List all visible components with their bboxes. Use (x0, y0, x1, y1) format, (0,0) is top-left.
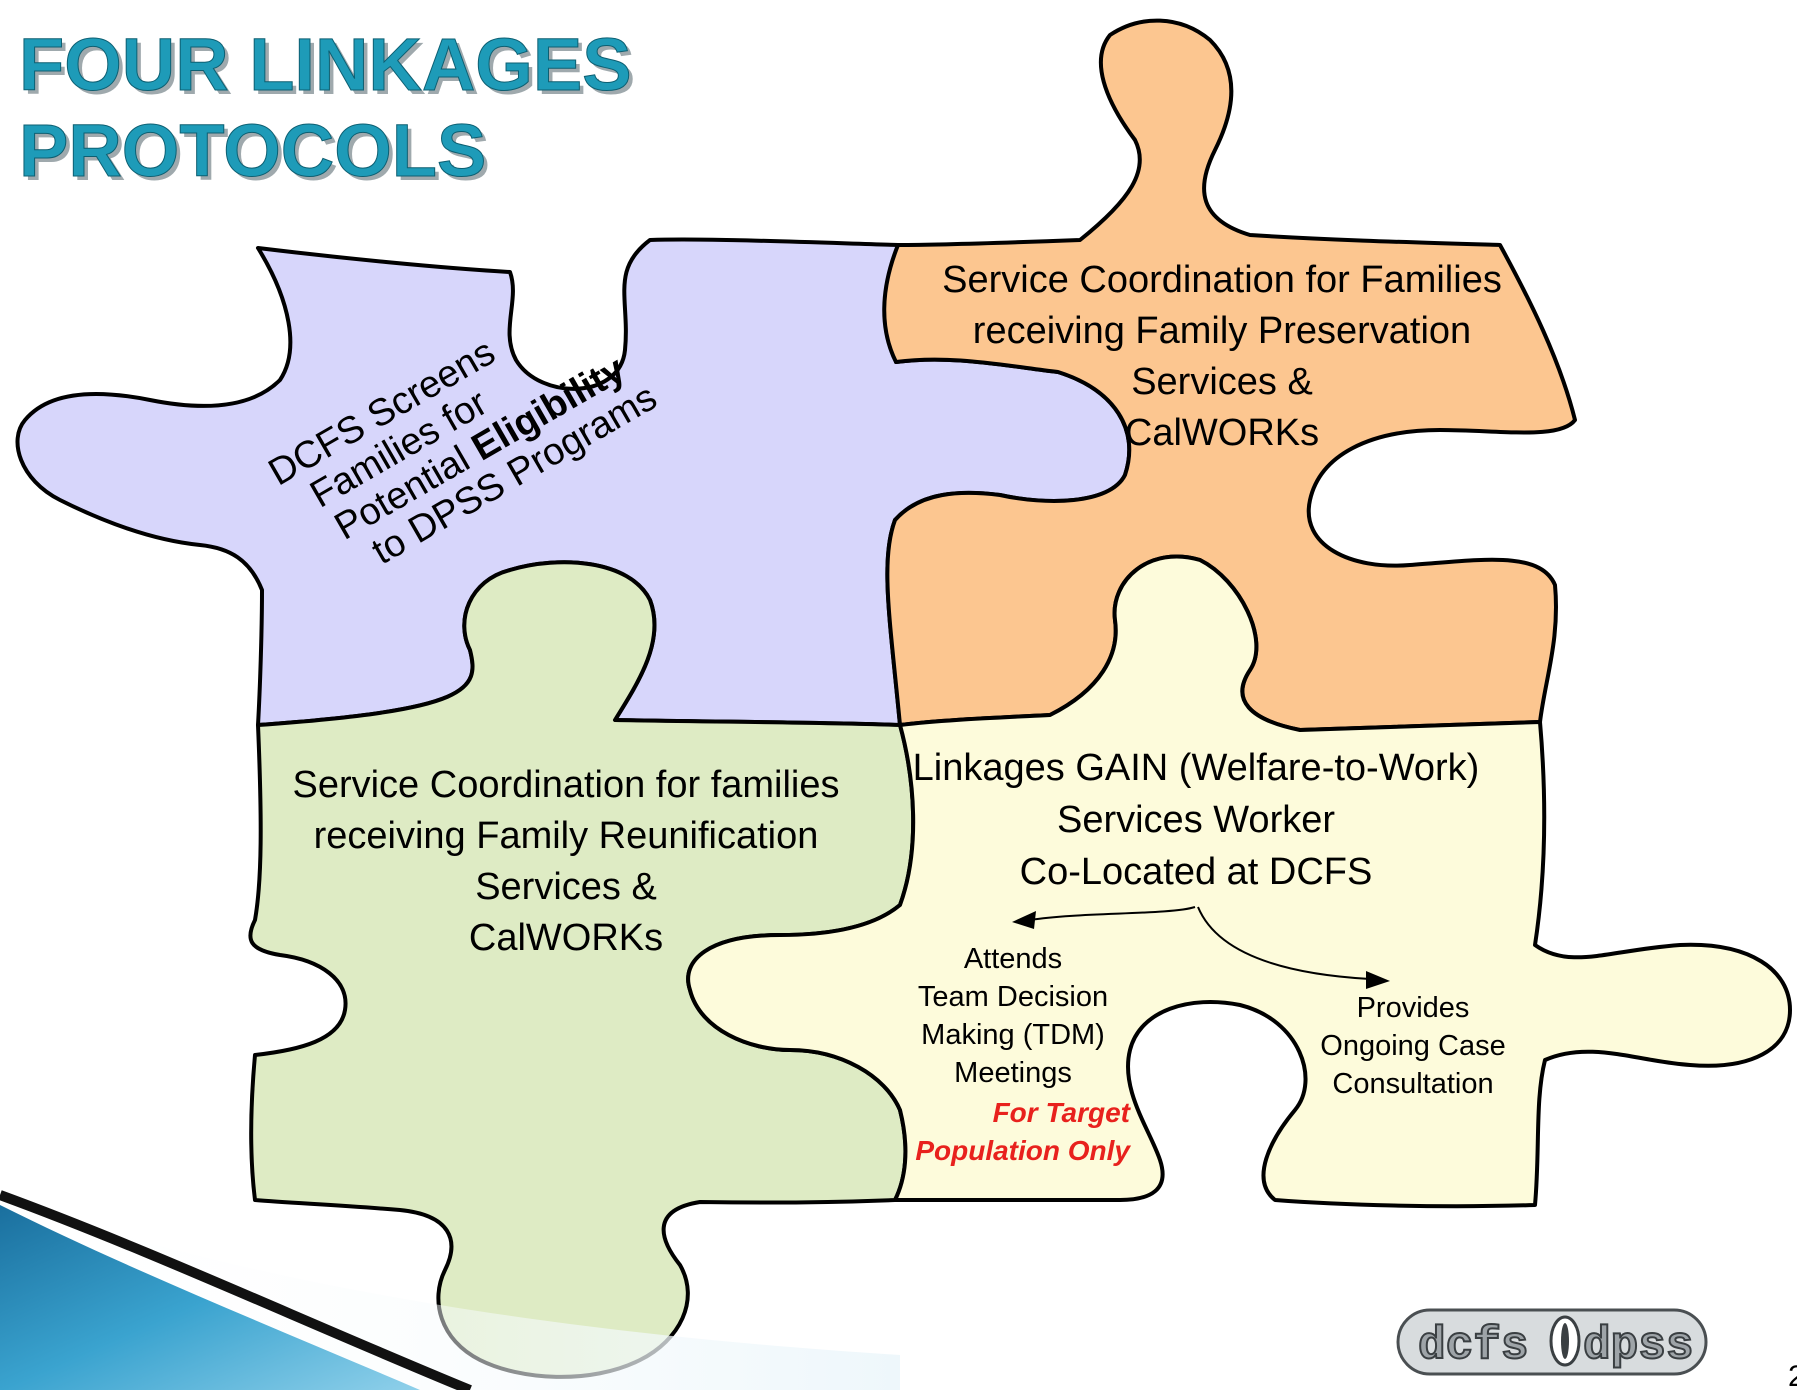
green-text-line-2: receiving Family Reunification (314, 815, 819, 857)
green-piece-text: Service Coordination for families receiv… (292, 764, 839, 959)
title-line-2: PROTOCOLS (19, 109, 486, 192)
slide-title: FOUR LINKAGES FOUR LINKAGES PROTOCOLS PR… (19, 23, 636, 197)
page-number: 2 (1788, 1360, 1797, 1390)
provides-text-line-3: Consultation (1332, 1068, 1493, 1100)
orange-text-line-4: CalWORKs (1125, 412, 1319, 454)
target-population-note-line-2: Population Only (915, 1135, 1131, 1166)
arrow-head-left (1012, 911, 1036, 929)
title-line-2-shadow: PROTOCOLS (23, 113, 490, 196)
puzzle-piece-orange (882, 18, 1577, 732)
puzzle-piece-yellow (686, 554, 1792, 1209)
yellow-text-line-3: Co-Located at DCFS (1020, 851, 1373, 893)
green-text-line-4: CalWORKs (469, 917, 663, 959)
provides-text-line-2: Ongoing Case (1320, 1030, 1505, 1062)
yellow-text-line-2: Services Worker (1057, 799, 1335, 841)
yellow-piece-text: Linkages GAIN (Welfare-to-Work) Services… (913, 747, 1506, 1166)
orange-text-line-1: Service Coordination for Families (942, 259, 1502, 301)
yellow-text-line-1: Linkages GAIN (Welfare-to-Work) (913, 747, 1480, 789)
logo-text-dpss: dpss (1583, 1320, 1693, 1372)
orange-text-line-3: Services & (1131, 361, 1313, 403)
attends-text-line-2: Team Decision (918, 981, 1108, 1013)
title-line-1: FOUR LINKAGES (19, 23, 632, 106)
provides-text-line-1: Provides (1357, 992, 1470, 1024)
attends-text-line-3: Making (TDM) (921, 1019, 1105, 1051)
green-text-line-3: Services & (475, 866, 657, 908)
logo-text-dcfs: dcfs (1418, 1320, 1528, 1372)
arrow-to-provides (1197, 906, 1371, 980)
puzzle-piece-green (248, 560, 916, 1379)
arrow-head-right (1366, 971, 1390, 989)
green-text-line-1: Service Coordination for families (292, 764, 839, 806)
target-population-note-line-1: For Target (993, 1097, 1132, 1128)
title-line-1-shadow: FOUR LINKAGES (23, 27, 636, 110)
arrow-to-attends (1029, 906, 1196, 921)
orange-piece-text: Service Coordination for Families receiv… (942, 259, 1502, 454)
dcfs-dpss-logo: dcfs dpss (1396, 1308, 1708, 1376)
orange-text-line-2: receiving Family Preservation (973, 310, 1471, 352)
corner-swoosh-decoration (0, 1190, 900, 1390)
attends-text-line-1: Attends (964, 943, 1062, 975)
attends-text-line-4: Meetings (954, 1057, 1072, 1089)
